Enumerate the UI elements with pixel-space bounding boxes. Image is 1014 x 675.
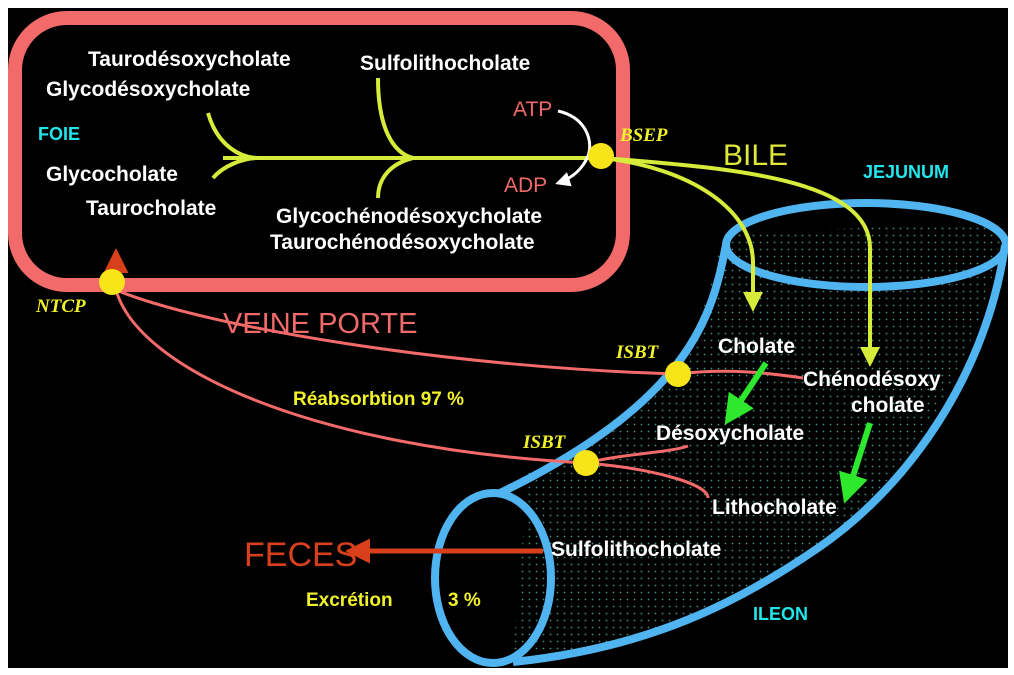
chenodesoxy-label-line1: Chénodésoxy bbox=[803, 368, 941, 391]
atp-label: ATP bbox=[513, 98, 552, 121]
reabsorption-label: Réabsorbtion 97 % bbox=[293, 389, 464, 410]
bsep-label: BSEP bbox=[619, 125, 668, 146]
veine-porte-label: VEINE PORTE bbox=[223, 308, 417, 340]
chenodesoxy-label-line2: cholate bbox=[851, 394, 925, 417]
taurodesoxycholate-label: Taurodésoxycholate bbox=[88, 48, 291, 71]
portal-vein-lines bbox=[103, 248, 804, 499]
intestine-outline bbox=[431, 199, 1008, 667]
isbt-upper-dot bbox=[665, 361, 691, 387]
ileon-opening bbox=[431, 489, 555, 667]
isbt-lower-label: ISBT bbox=[522, 432, 567, 453]
sulfolithocholate-intestine-label: Sulfolithocholate bbox=[551, 538, 721, 561]
desoxycholate-label: Désoxycholate bbox=[656, 422, 804, 445]
sulfolithocholate-liver-label: Sulfolithocholate bbox=[360, 52, 530, 75]
isbt-lower-dot bbox=[573, 450, 599, 476]
diagram-canvas: Taurodésoxycholate Glycodésoxycholate Su… bbox=[8, 8, 1008, 668]
glycochenodesoxycholate-label: Glycochénodésoxycholate bbox=[276, 205, 542, 228]
foie-label: FOIE bbox=[38, 124, 80, 144]
intestine-body bbox=[513, 223, 1003, 656]
liver-outline bbox=[8, 11, 630, 292]
lithocholate-label: Lithocholate bbox=[712, 496, 837, 519]
bsep-dot bbox=[588, 143, 614, 169]
isbt-upper-label: ISBT bbox=[615, 342, 660, 363]
arrow-cholate-to-desoxycholate bbox=[724, 361, 769, 425]
jejunum-label: JEJUNUM bbox=[863, 162, 949, 182]
bile-acid-cycle-diagram: Taurodésoxycholate Glycodésoxycholate Su… bbox=[8, 11, 1008, 667]
taurocholate-label: Taurocholate bbox=[86, 197, 216, 220]
ntcp-label: NTCP bbox=[35, 296, 86, 317]
bile-label: BILE bbox=[723, 139, 788, 172]
ntcp-dot bbox=[99, 269, 125, 295]
glycodesoxycholate-label: Glycodésoxycholate bbox=[46, 78, 250, 101]
ileon-label: ILEON bbox=[753, 604, 808, 624]
bile-flow-lines bbox=[206, 77, 880, 367]
cholate-label: Cholate bbox=[718, 335, 795, 358]
excretion-label: Excrétion bbox=[306, 590, 393, 611]
feces-label: FECES bbox=[244, 536, 357, 574]
arrow-chenodesoxy-to-lithocholate bbox=[839, 422, 873, 504]
excretion-value: 3 % bbox=[448, 590, 481, 611]
glycocholate-label: Glycocholate bbox=[46, 163, 178, 186]
taurochenodesoxycholate-label: Taurochénodésoxycholate bbox=[270, 231, 535, 254]
atp-adp-arrow bbox=[555, 109, 592, 187]
adp-label: ADP bbox=[504, 174, 547, 197]
